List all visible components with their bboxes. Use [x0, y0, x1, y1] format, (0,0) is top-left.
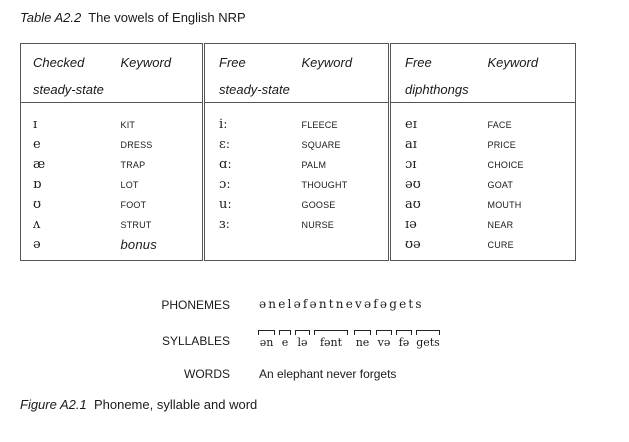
vowel-keyword: PRICE	[487, 135, 576, 155]
vowel-symbol: ʊ	[20, 195, 121, 215]
vowel-keyword: KIT	[120, 120, 136, 130]
vowel-symbol: ɪ	[20, 102, 121, 135]
vowel-keyword: MOUTH	[487, 195, 576, 215]
vowel-keyword: TRAP	[120, 160, 146, 170]
vowel-symbol: ʊə	[388, 235, 488, 261]
vowel-symbol: ɛː	[202, 135, 302, 155]
syllable-bracket	[314, 330, 348, 335]
figure-caption-number: Figure A2.1	[20, 397, 87, 412]
vowel-symbol: ʌ	[20, 215, 121, 235]
syllable: fənt	[314, 330, 348, 349]
syllable: fə	[396, 330, 412, 349]
syllable-text: fə	[398, 336, 410, 349]
vowel-symbol: ə	[20, 235, 121, 261]
vowel-symbol: ɜː	[202, 215, 302, 235]
phonemes-value: ənelәfәntnevәfәgets	[259, 297, 424, 311]
header-keyword: Keyword	[120, 43, 204, 103]
syllable-text: ne	[355, 336, 370, 349]
syllable: gets	[416, 330, 440, 349]
vowel-symbol	[202, 235, 302, 261]
syllable-text: lə	[297, 336, 308, 349]
syllable-text: ən	[259, 336, 274, 349]
syllable-bracket	[354, 330, 371, 335]
syllable-bracket	[279, 330, 291, 335]
vowel-keyword: NURSE	[301, 220, 335, 230]
vowel-symbol: aɪ	[388, 135, 488, 155]
vowel-keyword: bonus	[120, 235, 204, 261]
phonemes-label: PHONEMES	[161, 298, 230, 312]
vowel-keyword: PALM	[301, 160, 327, 170]
vowel-symbol: eɪ	[388, 102, 488, 135]
header-keyword: Keyword	[487, 43, 576, 103]
vowel-keyword: CURE	[487, 235, 576, 261]
vowel-keyword: FOOT	[120, 200, 147, 210]
syllables-label: SYLLABLES	[161, 334, 230, 348]
vowel-keyword	[301, 235, 390, 261]
syllable: və	[376, 330, 392, 349]
syllable: lə	[295, 330, 310, 349]
vowel-symbol: əʊ	[388, 175, 488, 195]
table-caption-text: The vowels of English NRP	[88, 10, 246, 25]
vowel-keyword: GOAT	[487, 175, 576, 195]
vowel-symbol: ɔː	[202, 175, 302, 195]
vowel-keyword: CHOICE	[487, 155, 576, 175]
syllable-text: gets	[416, 336, 440, 349]
syllable: ne	[354, 330, 371, 349]
vowel-symbol: ɔɪ	[388, 155, 488, 175]
vowel-symbol: ɑː	[202, 155, 302, 175]
syllable-text: fənt	[319, 336, 343, 349]
vowel-keyword: NEAR	[487, 215, 576, 235]
vowel-keyword: LOT	[120, 180, 139, 190]
vowel-symbol: æ	[20, 155, 121, 175]
vowel-symbol: uː	[202, 195, 302, 215]
syllable: ən	[258, 330, 275, 349]
vowel-keyword: STRUT	[120, 220, 152, 230]
words-label: WORDS	[184, 367, 230, 381]
syllable-bracket	[295, 330, 310, 335]
figure-caption: Figure A2.1 Phoneme, syllable and word	[20, 397, 257, 412]
vowel-keyword: SQUARE	[301, 140, 341, 150]
syllable-bracket	[416, 330, 440, 335]
figure-caption-text: Phoneme, syllable and word	[93, 397, 258, 412]
table-caption: Table A2.2 The vowels of English NRP	[20, 10, 246, 25]
vowel-keyword: FLEECE	[301, 120, 338, 130]
vowel-symbol: ɒ	[20, 175, 121, 195]
vowel-keyword: FACE	[487, 102, 576, 135]
words-value: An elephant never forgets	[259, 367, 397, 381]
syllable-bracket	[258, 330, 275, 335]
syllable-bracket	[376, 330, 392, 335]
table-caption-number: Table A2.2	[20, 10, 82, 25]
vowel-symbol: ɪə	[388, 215, 488, 235]
vowel-keyword: THOUGHT	[301, 180, 348, 190]
syllable-bracket	[396, 330, 412, 335]
header-keyword: Keyword	[301, 43, 390, 103]
vowel-symbol: aʊ	[388, 195, 488, 215]
vowel-keyword: GOOSE	[301, 200, 336, 210]
syllable: e	[279, 330, 291, 349]
vowel-symbol: e	[20, 135, 121, 155]
syllable-text: və	[377, 336, 391, 349]
syllable-text: e	[281, 336, 289, 349]
vowel-symbol: iː	[202, 102, 302, 135]
vowel-keyword: DRESS	[120, 140, 153, 150]
